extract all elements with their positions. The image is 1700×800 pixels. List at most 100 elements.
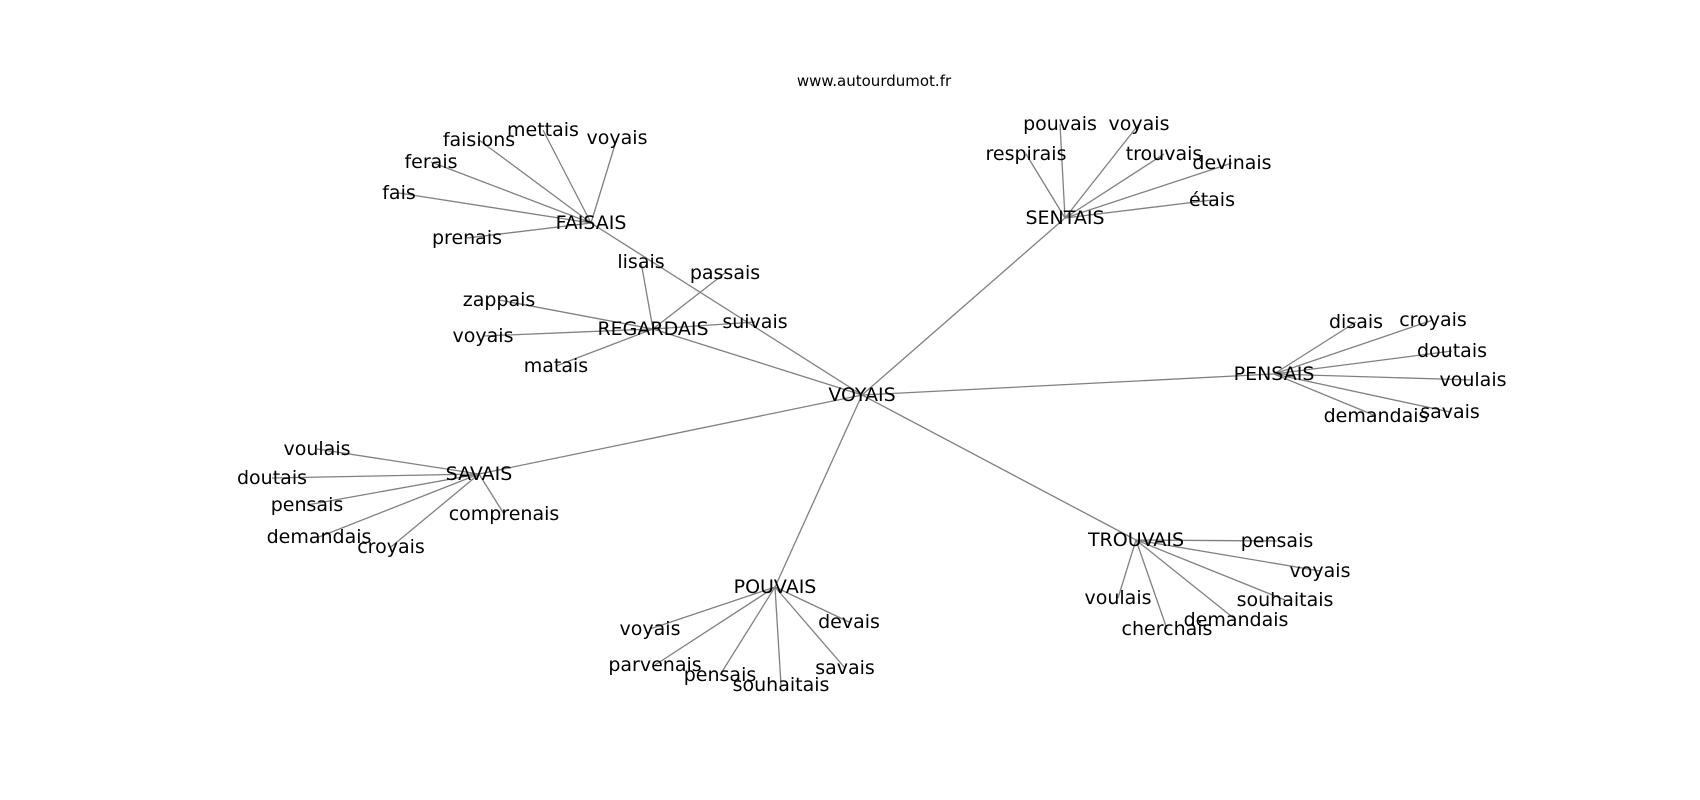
node-leaf-trouvais-demandais: demandais [1184, 609, 1289, 631]
node-center-voyais: VOYAIS [828, 384, 895, 406]
node-leaf-pouvais-parvenais: parvenais [608, 654, 701, 676]
node-leaf-faisais-ferais: ferais [404, 151, 457, 173]
edge-trouvais-to-demandais [1135, 539, 1237, 621]
node-leaf-pensais-savais: savais [1420, 401, 1480, 423]
node-leaf-regardais-passais: passais [690, 262, 760, 284]
node-leaf-regardais-voyais: voyais [453, 325, 514, 347]
edge-faisais-to-fais [398, 192, 592, 224]
node-leaf-faisais-prenais: prenais [432, 227, 502, 249]
node-leaf-trouvais-pensais: pensais [1241, 530, 1314, 552]
edge-faisais-to-voyais [590, 137, 618, 224]
node-leaf-pensais-voulais: voulais [1439, 369, 1506, 391]
edge-pensais-to-savais [1273, 373, 1451, 413]
node-hub-regardais: REGARDAIS [597, 318, 708, 340]
node-leaf-regardais-lisais: lisais [617, 251, 664, 273]
node-leaf-pensais-doutais: doutais [1417, 340, 1487, 362]
edge-faisais-to-ferais [430, 161, 592, 224]
edge-sentais-to-etais [1064, 199, 1213, 219]
node-leaf-sentais-pouvais: pouvais [1023, 113, 1097, 135]
node-leaf-trouvais-cherchais: cherchais [1122, 618, 1213, 640]
node-leaf-sentais-devinais: devinais [1192, 152, 1271, 174]
edge-savais-to-voulais [316, 448, 480, 475]
node-leaf-pensais-disais: disais [1329, 311, 1383, 333]
edge-pouvais-to-pensais [719, 586, 776, 676]
node-leaf-sentais-respirais: respirais [986, 143, 1067, 165]
node-hub-faisais: FAISAIS [556, 212, 627, 234]
node-hub-pouvais: POUVAIS [734, 576, 817, 598]
edge-pouvais-to-parvenais [654, 586, 776, 666]
edge-regardais-to-zappais [498, 299, 654, 330]
node-leaf-savais-demandais: demandais [267, 526, 372, 548]
source-caption: www.autourdumot.fr [796, 72, 952, 90]
edge-savais-to-comprenais [478, 473, 505, 515]
node-leaf-faisais-fais: fais [382, 182, 416, 204]
edge-trouvais-to-voulais [1117, 539, 1137, 599]
node-hub-sentais: SENTAIS [1025, 207, 1104, 229]
edge-regardais-to-passais [652, 272, 726, 330]
edge-pensais-to-disais [1273, 321, 1357, 375]
edge-sentais-to-pouvais [1059, 123, 1066, 219]
edge-sentais-to-devinais [1064, 162, 1233, 219]
edge-regardais-to-lisais [640, 261, 654, 330]
node-leaf-trouvais-souhaitais: souhaitais [1237, 589, 1334, 611]
node-leaf-savais-croyais: croyais [357, 536, 425, 558]
node-leaf-savais-doutais: doutais [237, 467, 307, 489]
edge-trouvais-to-pensais [1135, 539, 1278, 542]
node-leaf-pouvais-souhaitais: souhaitais [733, 674, 830, 696]
node-leaf-savais-comprenais: comprenais [449, 503, 560, 525]
edge-pensais-to-demandais [1273, 373, 1377, 417]
node-leaf-sentais-trouvais: trouvais [1126, 143, 1203, 165]
node-leaf-savais-pensais: pensais [271, 494, 344, 516]
node-leaf-trouvais-voulais: voulais [1084, 587, 1151, 609]
edge-sentais-to-voyais [1064, 123, 1140, 219]
edge-center-to-pouvais [774, 394, 863, 588]
edge-sentais-to-trouvais [1064, 153, 1165, 219]
graph-edges [271, 123, 1474, 686]
node-leaf-faisais-voyais: voyais [587, 127, 648, 149]
node-leaf-pensais-demandais: demandais [1324, 405, 1429, 427]
node-leaf-trouvais-voyais: voyais [1290, 560, 1351, 582]
edge-trouvais-to-voyais [1135, 539, 1321, 572]
edge-savais-to-demandais [318, 473, 480, 538]
node-leaf-pouvais-savais: savais [815, 657, 875, 679]
node-leaf-savais-voulais: voulais [283, 438, 350, 460]
edge-faisais-to-prenais [466, 222, 592, 239]
node-leaf-regardais-zappais: zappais [463, 289, 536, 311]
node-hub-trouvais: TROUVAIS [1087, 529, 1184, 551]
edge-regardais-to-matais [555, 328, 654, 367]
edge-pouvais-to-savais [774, 586, 846, 669]
edge-regardais-to-suivais [652, 321, 756, 330]
edge-center-to-savais [478, 394, 863, 475]
edge-trouvais-to-souhaitais [1135, 539, 1286, 601]
edge-faisais-to-faisions [478, 139, 592, 224]
edge-savais-to-doutais [271, 473, 480, 479]
edge-pouvais-to-voyais [649, 586, 776, 630]
node-leaf-sentais-etais: étais [1189, 189, 1235, 211]
edge-center-to-faisais [590, 222, 863, 396]
edge-pouvais-to-souhaitais [774, 586, 782, 686]
node-leaf-pouvais-pensais: pensais [684, 664, 757, 686]
node-leaf-regardais-matais: matais [524, 355, 588, 377]
edge-savais-to-pensais [306, 473, 480, 506]
node-leaf-pouvais-voyais: voyais [620, 618, 681, 640]
edge-center-to-pensais [861, 373, 1275, 396]
node-leaf-pensais-croyais: croyais [1399, 309, 1467, 331]
edge-sentais-to-respirais [1025, 153, 1066, 219]
edge-pensais-to-doutais [1273, 350, 1453, 375]
edge-pensais-to-croyais [1273, 319, 1434, 375]
node-leaf-pouvais-devais: devais [818, 611, 880, 633]
node-leaf-faisais-mettais: mettais [507, 119, 579, 141]
node-leaf-regardais-suivais: suivais [722, 311, 787, 333]
edge-savais-to-croyais [390, 473, 480, 548]
node-hub-pensais: PENSAIS [1234, 363, 1315, 385]
edge-center-to-sentais [861, 217, 1066, 396]
edge-regardais-to-voyais [482, 328, 654, 337]
edge-pouvais-to-devais [774, 586, 850, 623]
edge-center-to-trouvais [861, 394, 1137, 541]
edge-center-to-regardais [652, 328, 863, 396]
edge-pensais-to-voulais [1273, 373, 1474, 381]
node-leaf-faisais-faisions: faisions [443, 129, 515, 151]
edge-trouvais-to-cherchais [1135, 539, 1168, 630]
